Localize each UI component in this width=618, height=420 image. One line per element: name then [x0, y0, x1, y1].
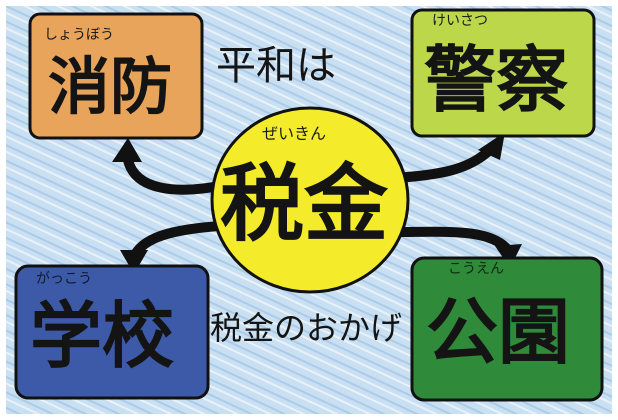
label-police: 警察	[424, 38, 569, 122]
label-tax: 税金	[220, 155, 389, 253]
arrow-to-police	[390, 143, 497, 183]
arrow-to-park	[390, 226, 513, 255]
phrase-thanks-to-tax: 税金のおかげ	[210, 309, 403, 347]
reading-police: けいさつ	[432, 13, 488, 29]
reading-fire: しょうぼう	[44, 27, 114, 43]
arrowheads	[112, 132, 522, 274]
box-fire	[28, 12, 204, 140]
reading-tax: ぜいきん	[262, 124, 327, 143]
arrow-to-fire	[123, 155, 230, 195]
box-police	[410, 8, 596, 138]
label-school: 学校	[30, 294, 175, 378]
arrowhead-park	[495, 244, 522, 268]
phrase-peace: 平和は	[216, 43, 336, 89]
arrowhead-school	[120, 250, 148, 274]
center-circle	[210, 106, 410, 294]
label-fire: 消防	[48, 50, 173, 123]
label-park: 公園	[426, 290, 571, 374]
reading-park: こうえん	[448, 261, 504, 277]
arrowhead-fire	[112, 138, 142, 162]
box-school	[14, 264, 210, 400]
arrowhead-police	[478, 132, 505, 160]
box-park	[410, 256, 604, 402]
reading-school: がっこう	[36, 271, 92, 287]
arrows	[123, 143, 513, 260]
